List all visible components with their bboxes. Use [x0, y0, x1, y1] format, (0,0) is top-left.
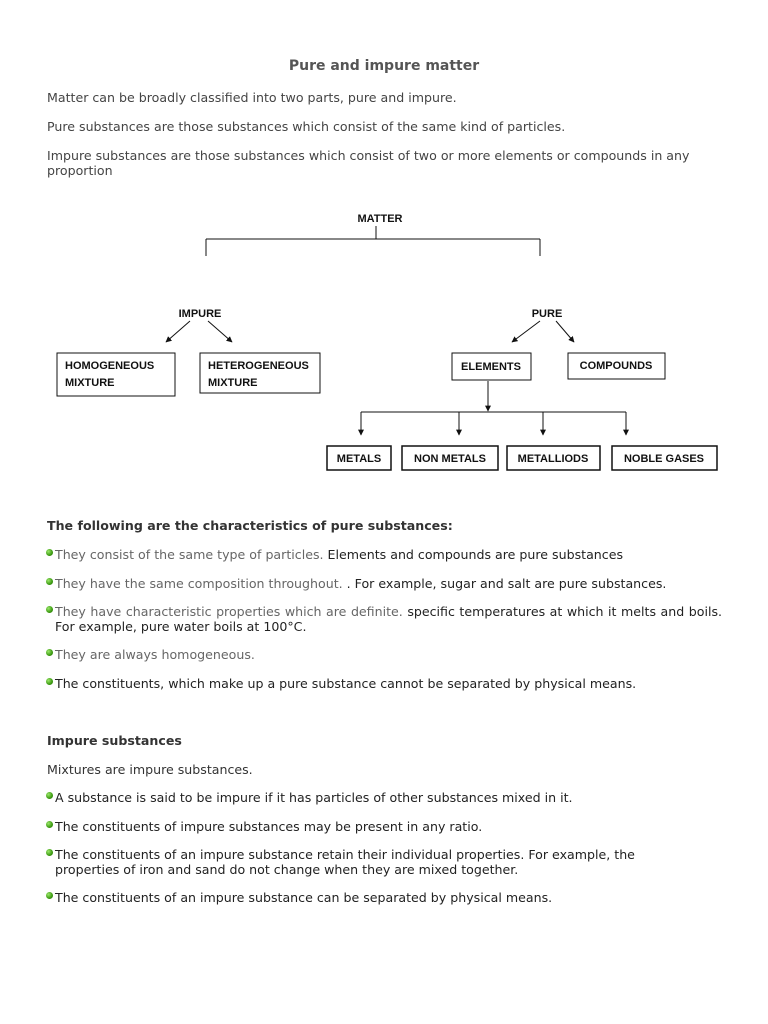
diagram-box-metalloids: METALLIODS [506, 445, 601, 471]
diagram-box-line: HETEROGENEOUS [208, 360, 309, 372]
matter-classification-diagram: MATTER IMPURE PURE HOMOGENEOUS MIXTURE H… [56, 213, 718, 471]
bullet-text: . For example, sugar and salt are pure s… [342, 576, 667, 591]
bullet-text: A substance is said to be impure if it h… [55, 790, 573, 805]
diagram-box-line: METALLIODS [518, 453, 589, 465]
bullet-lead-text: They are always homogeneous. [55, 647, 255, 662]
page-title: Pure and impure matter [288, 58, 480, 74]
green-bullet-icon [46, 649, 53, 656]
green-bullet-icon [46, 821, 53, 828]
diagram-box-noble-gases: NOBLE GASES [611, 445, 718, 471]
diagram-pure-label: PURE [532, 308, 563, 320]
intro-paragraph: Matter can be broadly classified into tw… [47, 90, 457, 105]
list-item: They have the same composition throughou… [46, 576, 722, 591]
intro-paragraph: Pure substances are those substances whi… [47, 119, 566, 134]
diagram-box-non-metals: NON METALS [401, 445, 499, 471]
bullet-text: The constituents of an impure substance … [55, 847, 635, 877]
diagram-box-line: MIXTURE [65, 377, 115, 389]
impure-intro-paragraph: Mixtures are impure substances. [47, 762, 253, 777]
diagram-impure-label: IMPURE [179, 308, 222, 320]
green-bullet-icon [46, 678, 53, 685]
bullet-text: The constituents, which make up a pure s… [55, 676, 637, 691]
list-item: The constituents of an impure substance … [46, 847, 658, 877]
green-bullet-icon [46, 549, 53, 556]
list-item: A substance is said to be impure if it h… [46, 790, 722, 805]
list-item: They are always homogeneous. [46, 647, 722, 662]
bullet-lead-text: They have characteristic properties whic… [55, 604, 403, 619]
green-bullet-icon [46, 849, 53, 856]
diagram-root-label: MATTER [357, 213, 402, 225]
diagram-box-homogeneous-mixture: HOMOGENEOUS MIXTURE [56, 352, 176, 397]
pure-characteristics-heading: The following are the characteristics of… [47, 518, 453, 533]
diagram-box-line: ELEMENTS [461, 361, 521, 373]
diagram-box-line: NON METALS [414, 453, 486, 465]
diagram-box-heterogeneous-mixture: HETEROGENEOUS MIXTURE [199, 352, 321, 394]
impure-substances-heading: Impure substances [47, 733, 182, 748]
bullet-lead-text: They have the same composition throughou… [55, 576, 343, 591]
diagram-box-line: MIXTURE [208, 377, 258, 389]
green-bullet-icon [46, 606, 53, 613]
diagram-box-line: METALS [337, 453, 381, 465]
list-item: The constituents of an impure substance … [46, 890, 722, 905]
list-item: They consist of the same type of particl… [46, 547, 722, 562]
list-item: The constituents of impure substances ma… [46, 819, 722, 834]
diagram-box-compounds: COMPOUNDS [567, 352, 666, 380]
bullet-text: specific temperatures at which it melts … [55, 604, 723, 634]
list-item: They have characteristic properties whic… [46, 604, 722, 634]
green-bullet-icon [46, 792, 53, 799]
bullet-text: Elements and compounds are pure substanc… [323, 547, 624, 562]
diagram-box-line: NOBLE GASES [624, 453, 704, 465]
diagram-box-line: COMPOUNDS [580, 360, 653, 372]
bullet-text: The constituents of an impure substance … [55, 890, 553, 905]
diagram-box-line: HOMOGENEOUS [65, 360, 154, 372]
green-bullet-icon [46, 578, 53, 585]
bullet-text: The constituents of impure substances ma… [55, 819, 483, 834]
bullet-lead-text: They consist of the same type of particl… [55, 547, 324, 562]
diagram-box-metals: METALS [326, 445, 392, 471]
diagram-box-elements: ELEMENTS [451, 352, 532, 381]
intro-paragraph: Impure substances are those substances w… [47, 148, 690, 178]
list-item: The constituents, which make up a pure s… [46, 676, 722, 691]
green-bullet-icon [46, 892, 53, 899]
